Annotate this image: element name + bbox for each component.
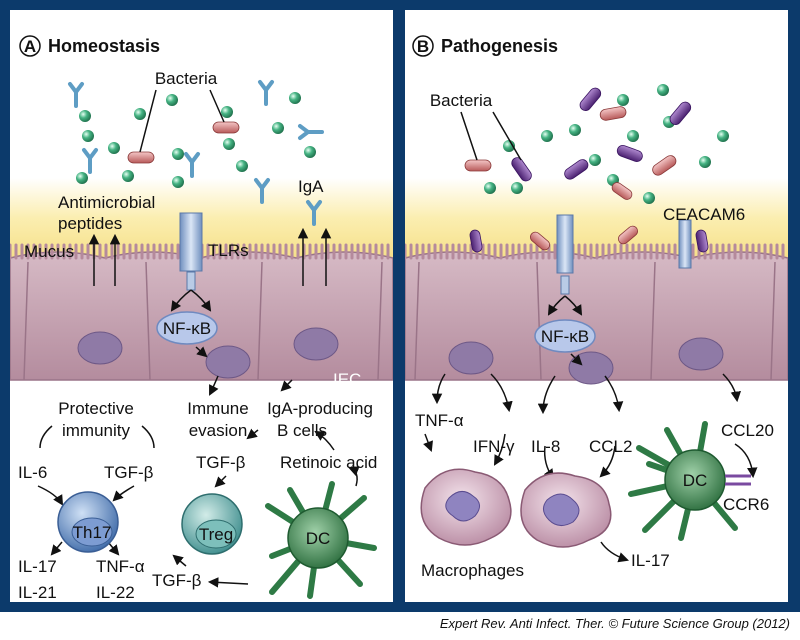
il17-label: IL-17 bbox=[631, 551, 670, 570]
nucleus bbox=[205, 345, 251, 379]
iga-producing-label-2: B cells bbox=[277, 421, 327, 440]
tlr-receptor bbox=[179, 212, 203, 272]
th17-nucleus bbox=[71, 517, 113, 547]
il17-label: IL-17 bbox=[18, 557, 57, 576]
mucus-label: Mucus bbox=[24, 242, 74, 261]
immune-evasion-label-1: Immune bbox=[187, 399, 248, 418]
nfkb-label: NF-κB bbox=[163, 319, 211, 338]
journal-name: Expert Rev. Anti Infect. Ther. bbox=[439, 616, 605, 631]
nucleus bbox=[678, 337, 724, 371]
treg-label: Treg bbox=[199, 525, 233, 544]
panel-letter-circle bbox=[19, 35, 41, 57]
panel-title: Homeostasis bbox=[48, 36, 160, 56]
tgfb-label-2: TGF-β bbox=[196, 453, 246, 472]
tgfb-label-1: TGF-β bbox=[104, 463, 154, 482]
antimicrobial-label-1: Antimicrobial bbox=[58, 193, 155, 212]
bacteria-pointer bbox=[492, 111, 522, 161]
dendritic-cell bbox=[265, 481, 377, 599]
iga-label: IgA bbox=[298, 177, 324, 196]
ccl2-label: CCL2 bbox=[589, 437, 632, 456]
nfkb-label: NF-κB bbox=[541, 327, 589, 346]
tlrs-label: TLRs bbox=[208, 241, 249, 260]
bacteria-cocci bbox=[484, 84, 729, 204]
treg-nucleus bbox=[195, 519, 237, 549]
homeostasis-diagram: A Homeostasis NF-κB Bacteria bbox=[10, 35, 393, 602]
dc-label: DC bbox=[683, 471, 708, 490]
bacteria-pointer bbox=[209, 89, 225, 123]
il22-label: IL-22 bbox=[96, 583, 135, 602]
dendritic-cell bbox=[628, 421, 738, 541]
il8-label: IL-8 bbox=[531, 437, 560, 456]
retinoic-acid-label: Retinoic acid bbox=[280, 453, 377, 472]
tlr-receptor-tail bbox=[186, 271, 196, 291]
bracket-line bbox=[141, 425, 155, 449]
bacteria-cocci bbox=[76, 92, 316, 188]
bacteria-rod bbox=[127, 151, 155, 164]
macrophages-label: Macrophages bbox=[421, 561, 524, 580]
tgfb-label-3: TGF-β bbox=[152, 571, 202, 590]
bacteria-rods-purple bbox=[469, 87, 709, 253]
nfkb-complex bbox=[156, 311, 218, 345]
tlr-receptor bbox=[556, 214, 574, 274]
bacteria-label: Bacteria bbox=[155, 69, 218, 88]
ccl20-label: CCL20 bbox=[721, 421, 774, 440]
macrophage-nucleus bbox=[543, 493, 580, 526]
th17-label: Th17 bbox=[73, 523, 112, 542]
panel-letter: A bbox=[24, 37, 36, 56]
nucleus bbox=[448, 341, 494, 375]
bracket-line bbox=[39, 425, 53, 449]
panel-letter: B bbox=[417, 37, 429, 56]
nucleus bbox=[77, 331, 123, 365]
iga-antibodies bbox=[68, 80, 324, 226]
bacteria-rod bbox=[212, 121, 240, 134]
antimicrobial-label-2: peptides bbox=[58, 214, 122, 233]
immune-evasion-label-2: evasion bbox=[189, 421, 248, 440]
protective-label-1: Protective bbox=[58, 399, 134, 418]
nucleus bbox=[293, 327, 339, 361]
panel-title: Pathogenesis bbox=[441, 36, 558, 56]
nfkb-complex bbox=[534, 319, 596, 353]
ceacam6-receptor bbox=[678, 219, 692, 269]
iec-label: IEC bbox=[333, 370, 361, 389]
bacteria-pointer bbox=[460, 111, 478, 161]
tnfa-label: TNF-α bbox=[96, 557, 145, 576]
panel-pathogenesis: B Pathogenesis NF-κB Bac bbox=[405, 10, 788, 602]
panel-letter-circle bbox=[412, 35, 434, 57]
ceacam6-label: CEACAM6 bbox=[663, 205, 745, 224]
figure-credit: Expert Rev. Anti Infect. Ther. © Future … bbox=[0, 616, 790, 631]
ccr6-label: CCR6 bbox=[723, 495, 769, 514]
tnfa-label: TNF-α bbox=[415, 411, 464, 430]
copyright-text: © Future Science Group (2012) bbox=[608, 616, 790, 631]
pathogenesis-diagram: B Pathogenesis NF-κB Bac bbox=[405, 35, 788, 580]
macrophage-nucleus bbox=[445, 491, 480, 522]
arrows bbox=[37, 227, 360, 588]
cell-borders bbox=[414, 261, 776, 381]
iga-producing-label-1: IgA-producing bbox=[267, 399, 373, 418]
ifng-label: IFN-γ bbox=[473, 437, 515, 456]
panel-homeostasis: A Homeostasis NF-κB Bacteria bbox=[10, 10, 393, 602]
bacteria-pointer bbox=[139, 89, 157, 153]
ccr6-receptor bbox=[725, 474, 751, 486]
tlr-receptor-tail bbox=[560, 275, 570, 295]
il6-label: IL-6 bbox=[18, 463, 47, 482]
dc-label: DC bbox=[306, 529, 331, 548]
cell-borders bbox=[23, 261, 383, 381]
il21-label: IL-21 bbox=[18, 583, 57, 602]
protective-label-2: immunity bbox=[62, 421, 131, 440]
bacteria-label: Bacteria bbox=[430, 91, 493, 110]
bacteria-rods-red bbox=[464, 106, 677, 251]
